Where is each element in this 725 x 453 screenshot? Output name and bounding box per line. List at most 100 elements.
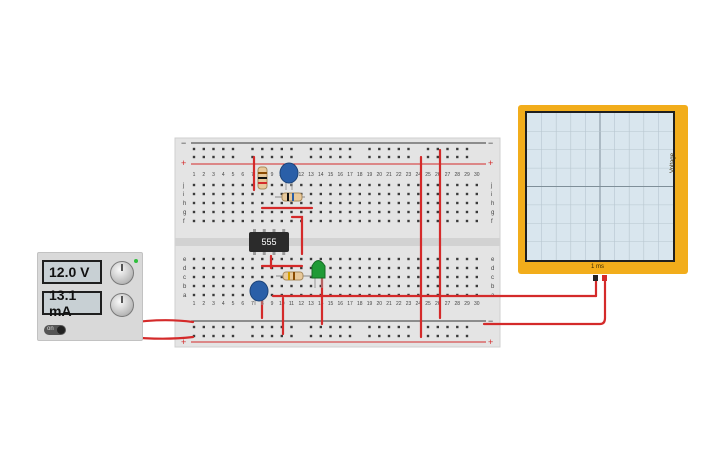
- rail-hole[interactable]: [270, 325, 274, 329]
- terminal-hole[interactable]: [212, 275, 215, 279]
- rail-hole[interactable]: [270, 155, 274, 159]
- rail-hole[interactable]: [192, 147, 196, 151]
- terminal-hole[interactable]: [407, 201, 410, 205]
- terminal-hole[interactable]: [446, 219, 449, 223]
- terminal-hole[interactable]: [309, 284, 313, 288]
- rail-hole[interactable]: [465, 147, 469, 151]
- rail-hole[interactable]: [456, 334, 459, 338]
- rail-hole[interactable]: [231, 155, 235, 159]
- oscilloscope[interactable]: Voltage 1 ms: [518, 105, 688, 274]
- rail-hole[interactable]: [456, 147, 459, 151]
- terminal-hole[interactable]: [339, 201, 342, 205]
- terminal-hole[interactable]: [378, 275, 381, 279]
- terminal-hole[interactable]: [358, 266, 361, 270]
- timer-chip[interactable]: 555: [249, 232, 289, 252]
- terminal-hole[interactable]: [475, 219, 478, 223]
- terminal-hole[interactable]: [251, 201, 254, 205]
- terminal-hole[interactable]: [222, 219, 225, 223]
- terminal-hole[interactable]: [329, 183, 332, 187]
- rail-hole[interactable]: [309, 334, 313, 338]
- terminal-hole[interactable]: [202, 192, 205, 196]
- rail-hole[interactable]: [222, 147, 225, 151]
- terminal-hole[interactable]: [300, 183, 303, 187]
- rail-hole[interactable]: [251, 334, 254, 338]
- rail-hole[interactable]: [251, 325, 254, 329]
- rail-hole[interactable]: [446, 334, 449, 338]
- terminal-hole[interactable]: [202, 201, 205, 205]
- terminal-hole[interactable]: [319, 219, 322, 223]
- terminal-hole[interactable]: [378, 192, 381, 196]
- rail-hole[interactable]: [222, 155, 225, 159]
- terminal-hole[interactable]: [456, 219, 459, 223]
- resistor-horizontal-bottom[interactable]: [276, 271, 312, 281]
- terminal-hole[interactable]: [446, 257, 449, 261]
- rail-hole[interactable]: [387, 334, 391, 338]
- terminal-hole[interactable]: [475, 266, 478, 270]
- terminal-hole[interactable]: [329, 266, 332, 270]
- rail-hole[interactable]: [387, 147, 391, 151]
- terminal-hole[interactable]: [339, 275, 342, 279]
- terminal-hole[interactable]: [290, 257, 293, 261]
- terminal-hole[interactable]: [309, 266, 313, 270]
- terminal-hole[interactable]: [407, 219, 410, 223]
- power-knob-icon[interactable]: [110, 261, 134, 285]
- probe-icon[interactable]: [593, 275, 598, 281]
- rail-hole[interactable]: [436, 334, 439, 338]
- terminal-hole[interactable]: [368, 219, 371, 223]
- terminal-hole[interactable]: [368, 192, 371, 196]
- terminal-hole[interactable]: [407, 183, 410, 187]
- terminal-hole[interactable]: [446, 266, 449, 270]
- terminal-hole[interactable]: [280, 284, 283, 288]
- rail-hole[interactable]: [378, 155, 381, 159]
- terminal-hole[interactable]: [339, 284, 342, 288]
- rail-hole[interactable]: [456, 325, 459, 329]
- terminal-hole[interactable]: [407, 192, 410, 196]
- terminal-hole[interactable]: [387, 192, 391, 196]
- terminal-hole[interactable]: [192, 266, 196, 270]
- rail-hole[interactable]: [222, 325, 225, 329]
- rail-hole[interactable]: [319, 325, 322, 329]
- rail-hole[interactable]: [436, 325, 439, 329]
- terminal-hole[interactable]: [319, 210, 322, 214]
- rail-hole[interactable]: [348, 155, 352, 159]
- terminal-hole[interactable]: [212, 284, 215, 288]
- terminal-hole[interactable]: [475, 257, 478, 261]
- terminal-hole[interactable]: [290, 219, 293, 223]
- terminal-hole[interactable]: [368, 201, 371, 205]
- terminal-hole[interactable]: [251, 257, 254, 261]
- terminal-hole[interactable]: [426, 266, 430, 270]
- rail-hole[interactable]: [329, 325, 332, 329]
- terminal-hole[interactable]: [397, 192, 400, 196]
- terminal-hole[interactable]: [300, 284, 303, 288]
- rail-hole[interactable]: [202, 147, 205, 151]
- terminal-hole[interactable]: [407, 266, 410, 270]
- rail-hole[interactable]: [202, 325, 205, 329]
- terminal-hole[interactable]: [475, 183, 478, 187]
- terminal-hole[interactable]: [475, 210, 478, 214]
- terminal-hole[interactable]: [465, 201, 469, 205]
- terminal-hole[interactable]: [309, 210, 313, 214]
- rail-hole[interactable]: [426, 155, 430, 159]
- terminal-hole[interactable]: [231, 284, 235, 288]
- terminal-hole[interactable]: [348, 219, 352, 223]
- terminal-hole[interactable]: [222, 201, 225, 205]
- terminal-hole[interactable]: [309, 201, 313, 205]
- terminal-hole[interactable]: [368, 275, 371, 279]
- rail-hole[interactable]: [290, 147, 293, 151]
- rail-hole[interactable]: [319, 147, 322, 151]
- terminal-hole[interactable]: [417, 192, 420, 196]
- terminal-hole[interactable]: [212, 266, 215, 270]
- rail-hole[interactable]: [329, 334, 332, 338]
- terminal-hole[interactable]: [290, 210, 293, 214]
- terminal-hole[interactable]: [339, 266, 342, 270]
- rail-hole[interactable]: [446, 325, 449, 329]
- terminal-hole[interactable]: [251, 219, 254, 223]
- terminal-hole[interactable]: [241, 275, 244, 279]
- rail-hole[interactable]: [212, 325, 215, 329]
- terminal-hole[interactable]: [426, 219, 430, 223]
- terminal-hole[interactable]: [426, 275, 430, 279]
- terminal-hole[interactable]: [397, 257, 400, 261]
- terminal-hole[interactable]: [436, 275, 439, 279]
- rail-hole[interactable]: [407, 325, 410, 329]
- terminal-hole[interactable]: [212, 183, 215, 187]
